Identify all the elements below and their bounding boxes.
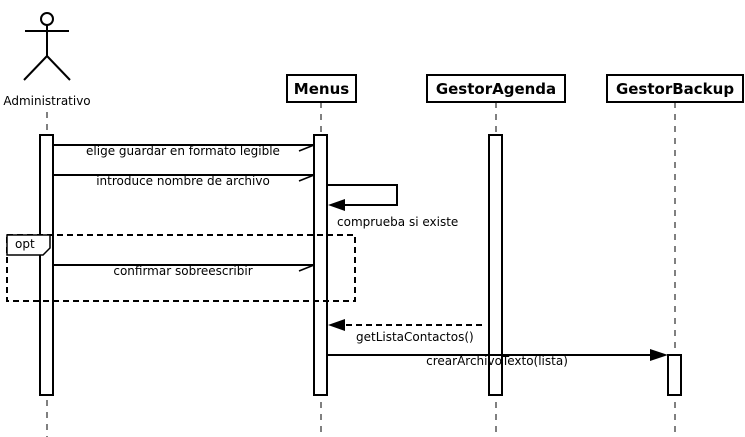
arrowhead-m4	[298, 264, 315, 272]
message-label-m4: confirmar sobreescribir	[113, 264, 252, 278]
lifeline-label-gestorbackup: GestorBackup	[616, 80, 734, 98]
opt-fragment	[6, 234, 356, 302]
activation-gestoragenda	[488, 134, 503, 396]
message-m5: getListaContactos()	[328, 319, 482, 344]
lifeline-box-gestoragenda	[426, 74, 566, 103]
message-label-m3: comprueba si existe	[337, 215, 458, 229]
activation-gestorbackup	[667, 354, 682, 396]
lifeline-label-gestoragenda: GestorAgenda	[436, 80, 556, 98]
activation-administrativo	[39, 134, 54, 396]
message-label-m6: crearArchivoTexto(lista)	[426, 354, 568, 368]
actor-left-leg	[23, 55, 48, 81]
message-m4: confirmar sobreescribir	[53, 264, 315, 278]
message-m3: comprueba si existe	[327, 184, 458, 229]
actor-label: Administrativo	[3, 94, 90, 108]
message-label-m2: introduce nombre de archivo	[96, 174, 270, 188]
activation-menus	[313, 134, 328, 396]
lifeline-box-menus	[286, 74, 357, 103]
arrowhead-m1	[298, 144, 315, 152]
arrowhead-m3	[328, 199, 345, 211]
message-m1: elige guardar en formato legible	[53, 144, 315, 158]
arrowhead-m5	[328, 319, 345, 331]
lifeline-box-gestorbackup	[606, 74, 744, 103]
message-m2: introduce nombre de archivo	[53, 174, 315, 188]
message-label-m1: elige guardar en formato legible	[86, 144, 280, 158]
arrowhead-m2	[298, 174, 315, 182]
arrowhead-m6	[650, 349, 668, 361]
actor-head	[40, 12, 54, 26]
opt-fragment-operator: opt	[15, 237, 35, 251]
actor-right-leg	[46, 55, 71, 81]
lifeline-label-menus: Menus	[294, 80, 349, 98]
actor-administrativo	[23, 12, 71, 81]
message-m6: crearArchivoTexto(lista)	[327, 349, 668, 368]
message-label-m5: getListaContactos()	[356, 330, 474, 344]
opt-fragment-tab	[6, 234, 51, 256]
